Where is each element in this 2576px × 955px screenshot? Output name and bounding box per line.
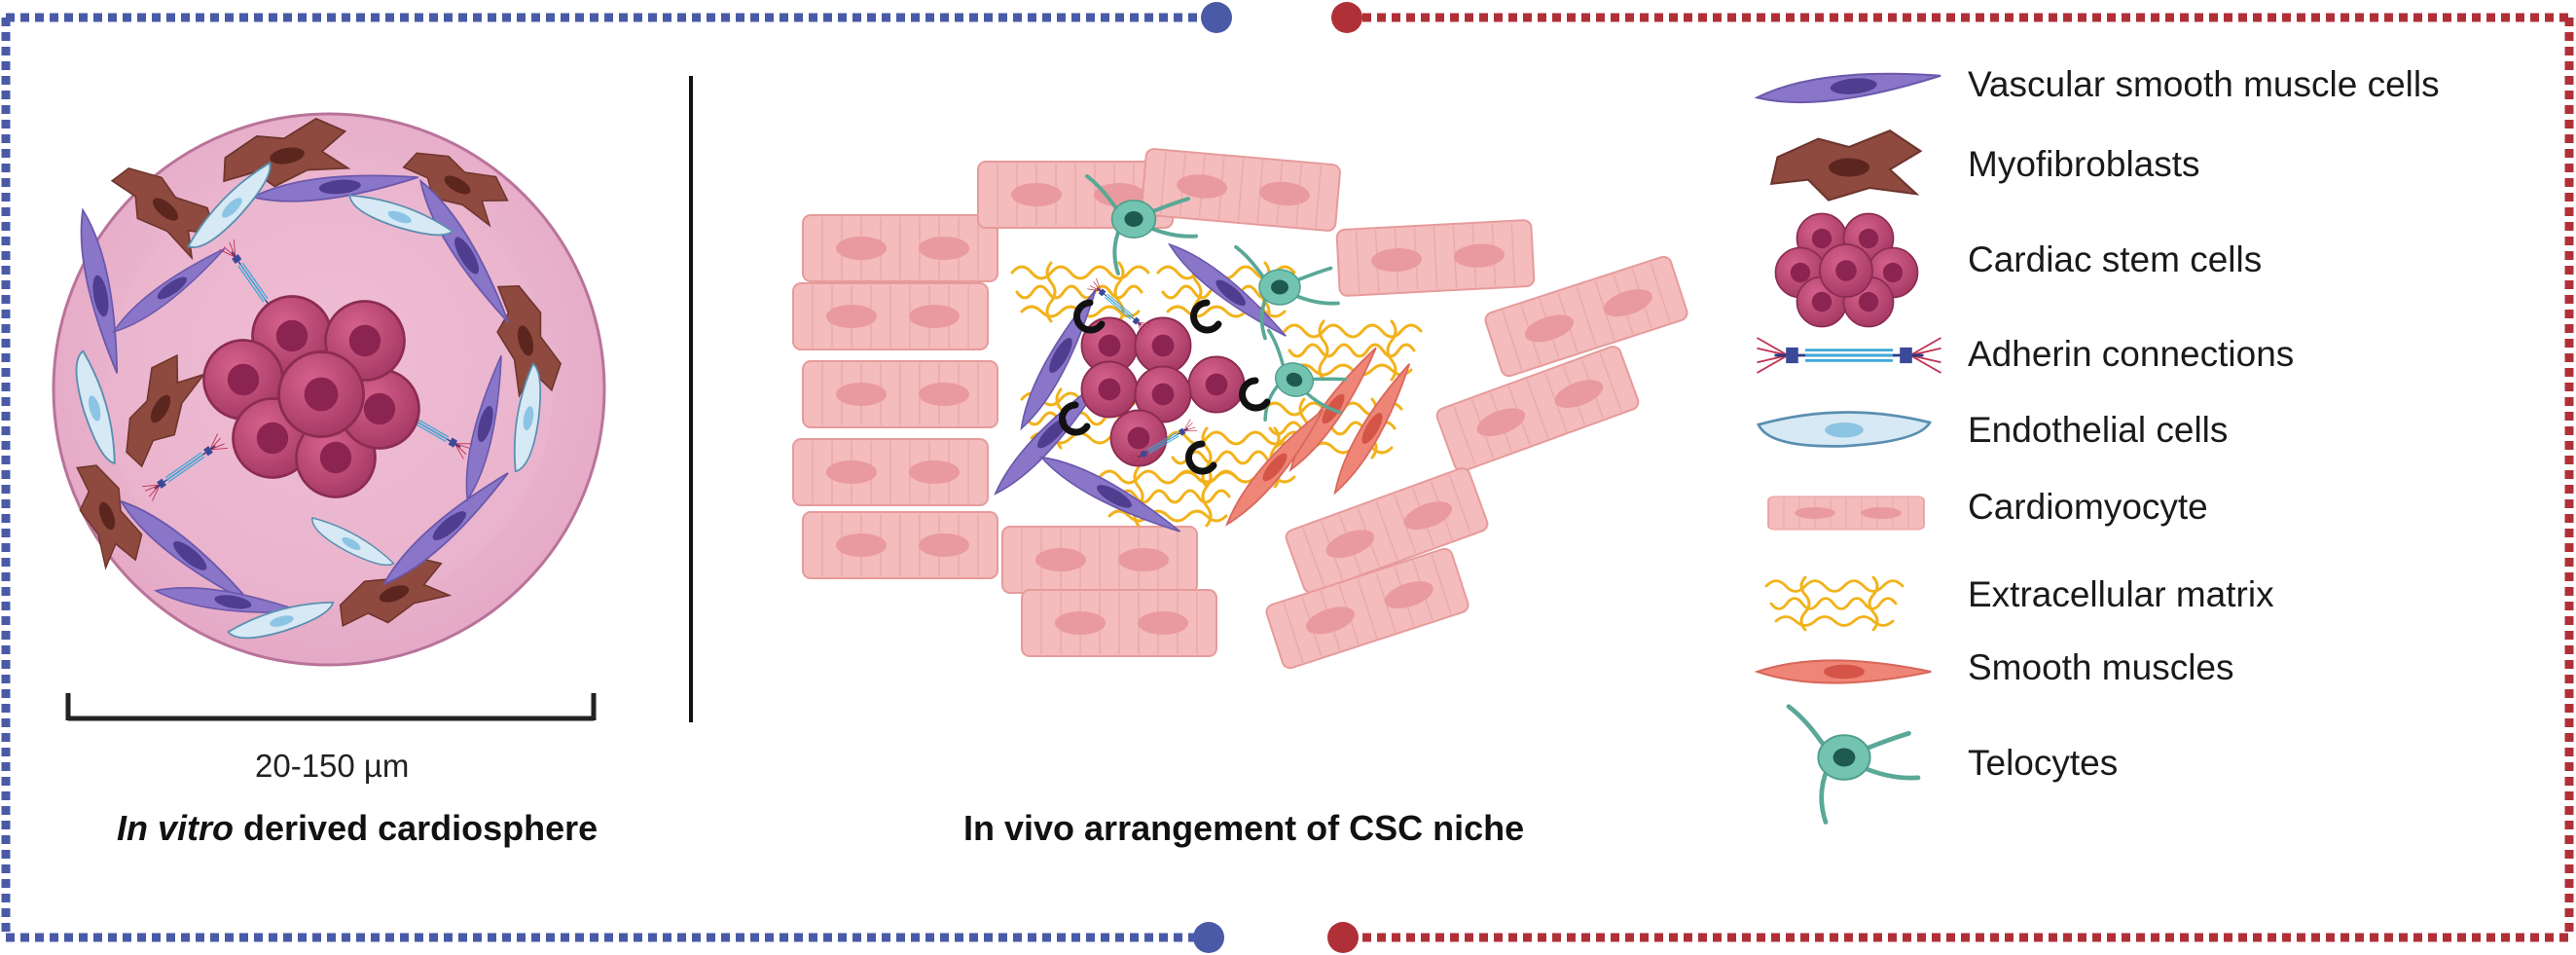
cardiomyocyte-icon xyxy=(1767,496,1925,531)
endothelial-cell-icon xyxy=(1757,411,1932,448)
legend-label-extracellular-matrix: Extracellular matrix xyxy=(1968,574,2274,614)
smooth-muscle-icon xyxy=(1756,659,1933,684)
scale-bar-label: 20-150 µm xyxy=(255,748,410,784)
right-frame-top-dot xyxy=(1331,2,1362,33)
left-frame-bottom-dot xyxy=(1193,922,1224,953)
legend-label-endothelial-cells: Endothelial cells xyxy=(1968,410,2229,450)
csc-niche xyxy=(792,147,1690,672)
cardiac-stem-cells-icon xyxy=(1774,212,1919,328)
legend-label-cardiomyocyte: Cardiomyocyte xyxy=(1968,487,2208,527)
vascular-smooth-muscle-cell-icon xyxy=(1755,66,1943,108)
telocyte-icon xyxy=(1789,707,1918,823)
scale-bar xyxy=(65,693,597,721)
legend-label-vascular-smooth-muscle: Vascular smooth muscle cells xyxy=(1968,64,2440,104)
left-dotted-frame xyxy=(1,13,1207,942)
right-frame-bottom-dot xyxy=(1327,922,1359,953)
cardiosphere xyxy=(52,112,606,667)
legend-label-cardiac-stem-cells: Cardiac stem cells xyxy=(1968,239,2263,279)
right-dotted-frame xyxy=(1362,13,2574,942)
adherin-connection-icon xyxy=(1756,336,1942,375)
caption-rest-part: derived cardiosphere xyxy=(234,808,599,848)
legend-label-adherin-connections: Adherin connections xyxy=(1968,334,2295,374)
extracellular-matrix-icon xyxy=(1764,575,1905,632)
legend-label-smooth-muscles: Smooth muscles xyxy=(1968,647,2234,687)
caption-italic-part: In vitro xyxy=(117,808,235,848)
myofibroblast-icon xyxy=(1770,129,1922,202)
left-frame-top-dot xyxy=(1201,2,1232,33)
legend-label-telocytes: Telocytes xyxy=(1968,743,2119,783)
right-panel-caption: In vivo arrangement of CSC niche xyxy=(963,808,1525,848)
legend-label-myofibroblasts: Myofibroblasts xyxy=(1968,144,2200,184)
left-panel-caption: In vitro derived cardiosphere xyxy=(117,808,598,849)
